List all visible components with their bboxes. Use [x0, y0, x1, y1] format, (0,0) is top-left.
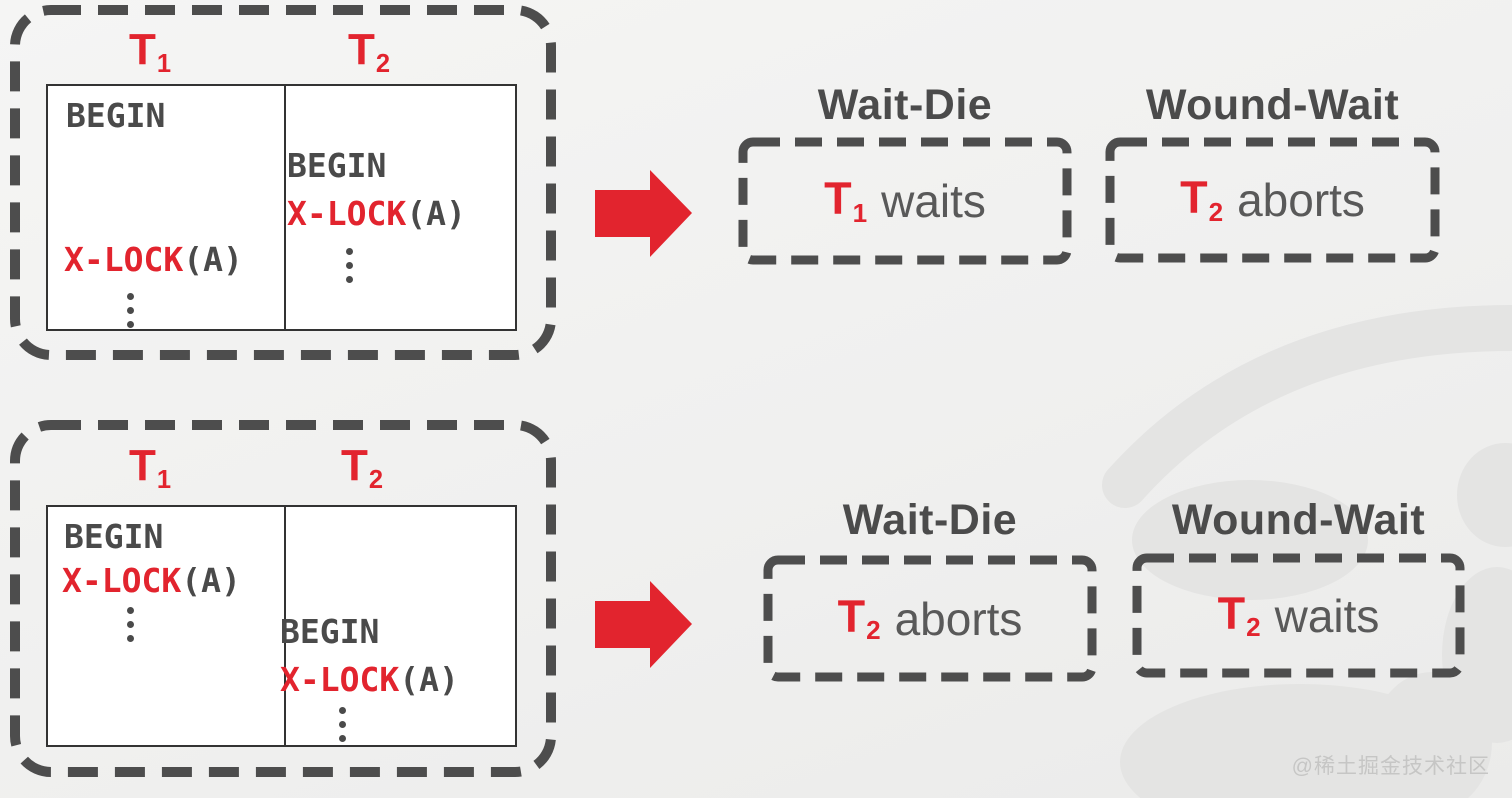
t2-sub: 2	[368, 465, 384, 494]
xlock-keyword: X-LOCK	[280, 660, 400, 699]
scenario2-wound-wait-outcome: T2 waits	[1137, 558, 1460, 673]
community-credit-watermark: @稀土掘金技术社区	[1291, 755, 1490, 778]
scenario1-transaction-table: BEGIN X-LOCK(A) BEGIN X-LOCK(A)	[46, 84, 517, 331]
lock-arg: (A)	[399, 660, 459, 699]
scenario1-wait-die-outcome: T1 waits	[743, 142, 1067, 260]
scenario1-t2-header: T2	[259, 28, 479, 77]
scenario2-wound-wait-title: Wound-Wait	[1171, 496, 1426, 544]
scenario2-t2-header: T2	[252, 444, 472, 493]
t1-base: T	[128, 441, 156, 490]
outcome-action: aborts	[1237, 174, 1365, 226]
scenario1-wait-die-box	[738, 137, 1072, 265]
scenario2-panel-outline	[10, 420, 556, 777]
scenario2-t1-xlock: X-LOCK(A)	[62, 561, 241, 600]
scenario2-wait-die-outcome: T2 aborts	[768, 560, 1092, 677]
scenario2-flow-arrow-icon	[595, 581, 692, 668]
t2-base: T	[347, 25, 375, 74]
scenario1-flow-arrow-icon	[595, 170, 692, 257]
xlock-keyword: X-LOCK	[64, 240, 184, 279]
lock-arg: (A)	[183, 240, 243, 279]
ellipsis-dots	[342, 248, 356, 283]
lock-arg: (A)	[406, 194, 466, 233]
ellipsis-dots	[123, 293, 137, 328]
column-divider	[284, 86, 286, 329]
scenario1-wound-wait-outcome: T2 aborts	[1110, 142, 1435, 258]
scenario1-t1-begin: BEGIN	[66, 96, 166, 135]
scenario1-wait-die-title: Wait-Die	[817, 81, 993, 129]
lock-arg: (A)	[181, 561, 241, 600]
scenario2-t1-begin: BEGIN	[64, 517, 164, 556]
scenario2-t1-header: T1	[30, 444, 270, 493]
scenario2-wait-die-title: Wait-Die	[842, 496, 1018, 544]
outcome-transaction: T1	[824, 173, 868, 228]
ellipsis-dots	[335, 707, 349, 742]
outcome-action: aborts	[894, 592, 1023, 645]
scenario1-t1-header: T1	[30, 28, 270, 77]
ellipsis-dots	[123, 607, 137, 642]
outcome-action: waits	[881, 175, 986, 227]
scenario1-panel-outline	[10, 5, 556, 360]
scenario1-t1-xlock: X-LOCK(A)	[64, 240, 243, 279]
t1-base: T	[128, 25, 156, 74]
scenario1-t2-begin: BEGIN	[287, 146, 387, 185]
scenario2-wound-wait-box	[1132, 553, 1465, 678]
scenario2-wait-die-box	[763, 555, 1097, 682]
outcome-transaction: T2	[1217, 587, 1261, 643]
column-divider	[284, 507, 286, 745]
scenario2-t2-xlock: X-LOCK(A)	[280, 660, 459, 699]
outcome-transaction: T2	[837, 590, 881, 646]
scenario1-t2-xlock: X-LOCK(A)	[287, 194, 466, 233]
t1-sub: 1	[156, 49, 172, 78]
scenario1-wound-wait-box	[1105, 137, 1440, 263]
scenario1-wound-wait-title: Wound-Wait	[1145, 81, 1400, 129]
xlock-keyword: X-LOCK	[62, 561, 182, 600]
scenario2-t2-begin: BEGIN	[280, 612, 380, 651]
outcome-transaction: T2	[1180, 172, 1224, 227]
xlock-keyword: X-LOCK	[287, 194, 407, 233]
t2-sub: 2	[375, 49, 391, 78]
outcome-action: waits	[1274, 589, 1380, 642]
t2-base: T	[340, 441, 368, 490]
scenario2-transaction-table: BEGIN X-LOCK(A) BEGIN X-LOCK(A)	[46, 505, 517, 747]
t1-sub: 1	[156, 465, 172, 494]
